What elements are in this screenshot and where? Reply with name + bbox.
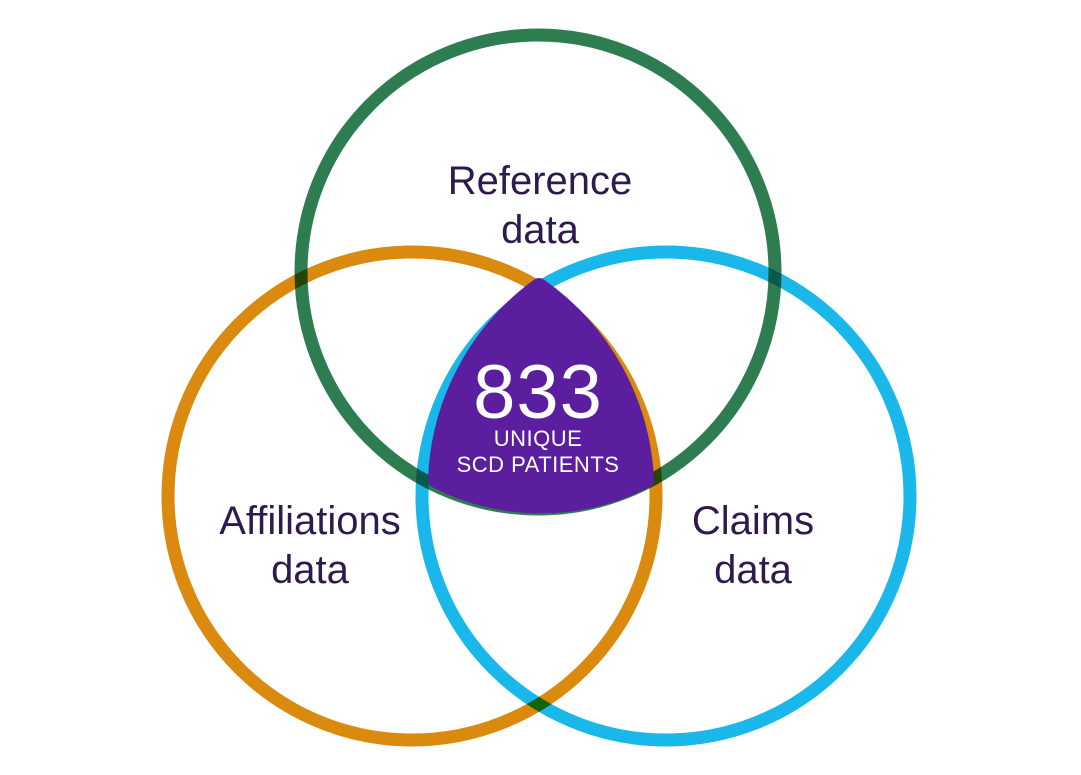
- center-sublabel-line2: SCD PATIENTS: [456, 452, 620, 477]
- reference-label: Reference data: [448, 157, 633, 255]
- reference-label-line1: Reference: [447, 159, 633, 203]
- affiliations-label-line1: Affiliations: [219, 499, 401, 543]
- intersection-shape: [428, 278, 654, 514]
- affiliations-label: Affiliations data: [219, 497, 401, 595]
- affiliations-label-line2: data: [271, 548, 349, 592]
- affiliations-circle: [161, 245, 663, 747]
- center-sublabel-line1: UNIQUE: [493, 426, 583, 451]
- claims-label-line2: data: [714, 548, 792, 592]
- claims-label: Claims data: [692, 497, 814, 595]
- center-sublabel: UNIQUE SCD PATIENTS: [457, 426, 620, 478]
- reference-label-line2: data: [501, 208, 579, 252]
- claims-label-line1: Claims: [691, 499, 815, 543]
- claims-circle: [415, 245, 917, 747]
- center-value: 833: [473, 350, 603, 435]
